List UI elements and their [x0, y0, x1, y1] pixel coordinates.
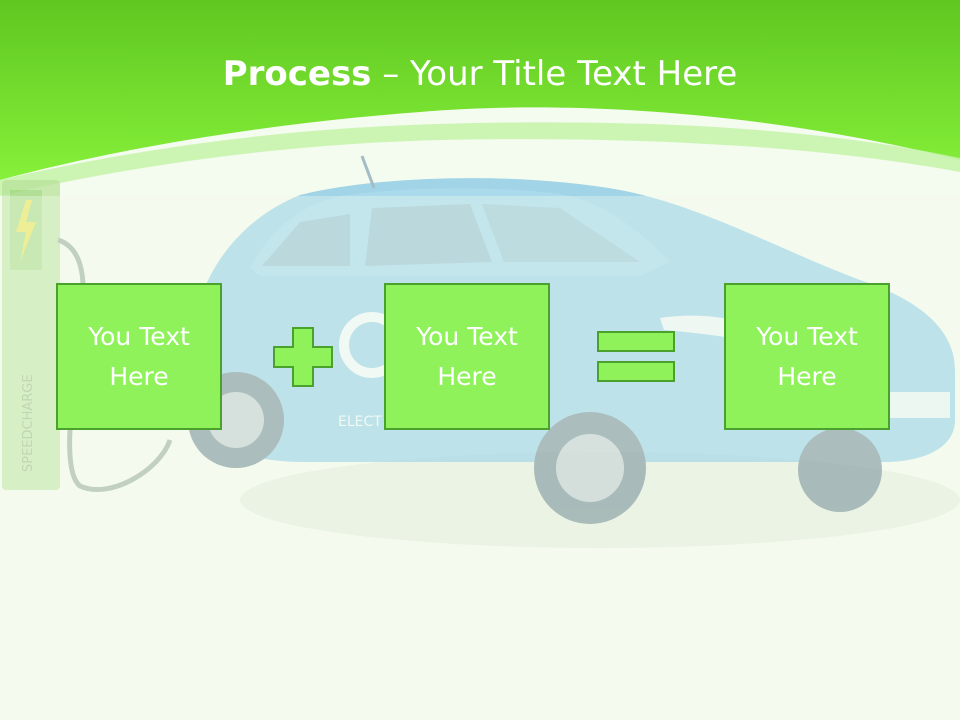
process-box-3[interactable]: You Text Here: [724, 283, 890, 430]
slide-title-bold: Process: [222, 54, 372, 94]
slide-title-rest: – Your Title Text Here: [371, 54, 738, 94]
slide-title: Process – Your Title Text Here: [0, 52, 960, 96]
process-box-1[interactable]: You Text Here: [56, 283, 222, 430]
process-box-2[interactable]: You Text Here: [384, 283, 550, 430]
car-label: ELECT: [338, 414, 382, 430]
wash-overlay: [0, 196, 960, 720]
process-box-1-text: You Text Here: [88, 321, 190, 391]
charging-station-image: SPEEDCHARGE: [2, 180, 173, 493]
process-box-2-text: You Text Here: [416, 321, 518, 391]
process-box-3-text: You Text Here: [756, 321, 858, 391]
header-swoosh: [0, 122, 960, 196]
charger-label: SPEEDCHARGE: [21, 374, 36, 472]
equals-icon: [597, 331, 675, 382]
header-band: [0, 0, 960, 180]
plus-icon: [273, 327, 333, 387]
